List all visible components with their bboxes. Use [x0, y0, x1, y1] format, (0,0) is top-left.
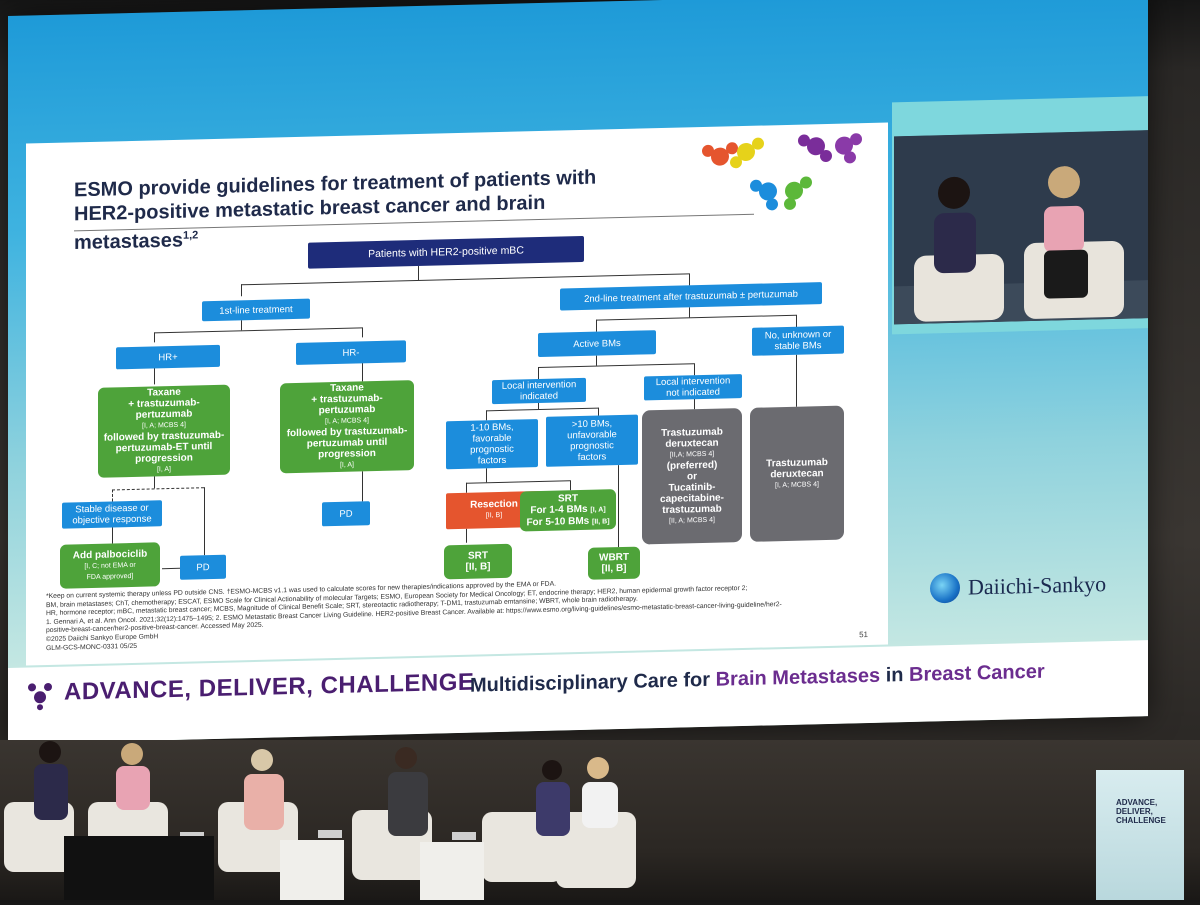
- panelists-image-icon: [4, 741, 636, 900]
- first-line-treatment-box: 1st-line treatment: [202, 298, 310, 322]
- wbrt-box: WBRT[II, B]: [588, 546, 640, 580]
- speaker-video-panel: [892, 96, 1148, 335]
- active-bms-box: Active BMs: [538, 330, 656, 358]
- podium: ADVANCE, DELIVER, CHALLENGE: [1096, 770, 1184, 900]
- hr-positive-box: HR+: [116, 344, 220, 370]
- srt-box: SRT For 1-4 BMs [I, A] For 5-10 BMs [II,…: [520, 489, 616, 532]
- daiichi-sankyo-logo-icon: [930, 572, 960, 604]
- daiichi-sankyo-logo: Daiichi-Sankyo: [930, 569, 1106, 604]
- tdxd-or-tucatinib-box: Trastuzumab deruxtecan [II,A; MCBS 4] (p…: [642, 408, 742, 545]
- title-superscript: 1,2: [182, 229, 199, 242]
- stage: [0, 740, 1200, 900]
- srt-resection-box: SRT[II, B]: [444, 543, 512, 580]
- pd-hr-negative-box: PD: [322, 501, 370, 527]
- taxane-hr-negative-box: Taxane + trastuzumab-pertuzumab [I, A; M…: [280, 380, 414, 474]
- taxane-hr-positive-box: Taxane + trastuzumab-pertuzumab [I, A; M…: [98, 384, 230, 478]
- podium-text: ADVANCE, DELIVER, CHALLENGE: [1116, 798, 1166, 825]
- decorative-logo-cluster-icon: [702, 133, 862, 211]
- event-banner: ADVANCE, DELIVER, CHALLENGE Multidiscipl…: [8, 640, 1148, 744]
- tdxd-stable-bms-box: Trastuzumab deruxtecan [I, A; MCBS 4]: [750, 405, 844, 542]
- speakers-image-icon: [894, 130, 1148, 325]
- event-logo-icon: [28, 683, 52, 711]
- pd-hr-positive-box: PD: [180, 554, 226, 580]
- banner-subtitle: Multidisciplinary Care for Brain Metasta…: [470, 660, 1045, 697]
- slide: ESMO provide guidelines for treatment of…: [26, 122, 888, 666]
- speaker-video: [894, 130, 1148, 325]
- projection-screen: ESMO provide guidelines for treatment of…: [8, 0, 1148, 745]
- second-line-treatment-box: 2nd-line treatment after trastuzumab ± p…: [560, 282, 822, 311]
- footnotes: *Keep on current systemic therapy unless…: [46, 580, 782, 652]
- patients-her2-box: Patients with HER2-positive mBC: [308, 235, 584, 269]
- hr-negative-box: HR-: [296, 340, 406, 365]
- page-number: 51: [859, 629, 868, 640]
- banner-title: ADVANCE, DELIVER, CHALLENGE: [64, 668, 475, 706]
